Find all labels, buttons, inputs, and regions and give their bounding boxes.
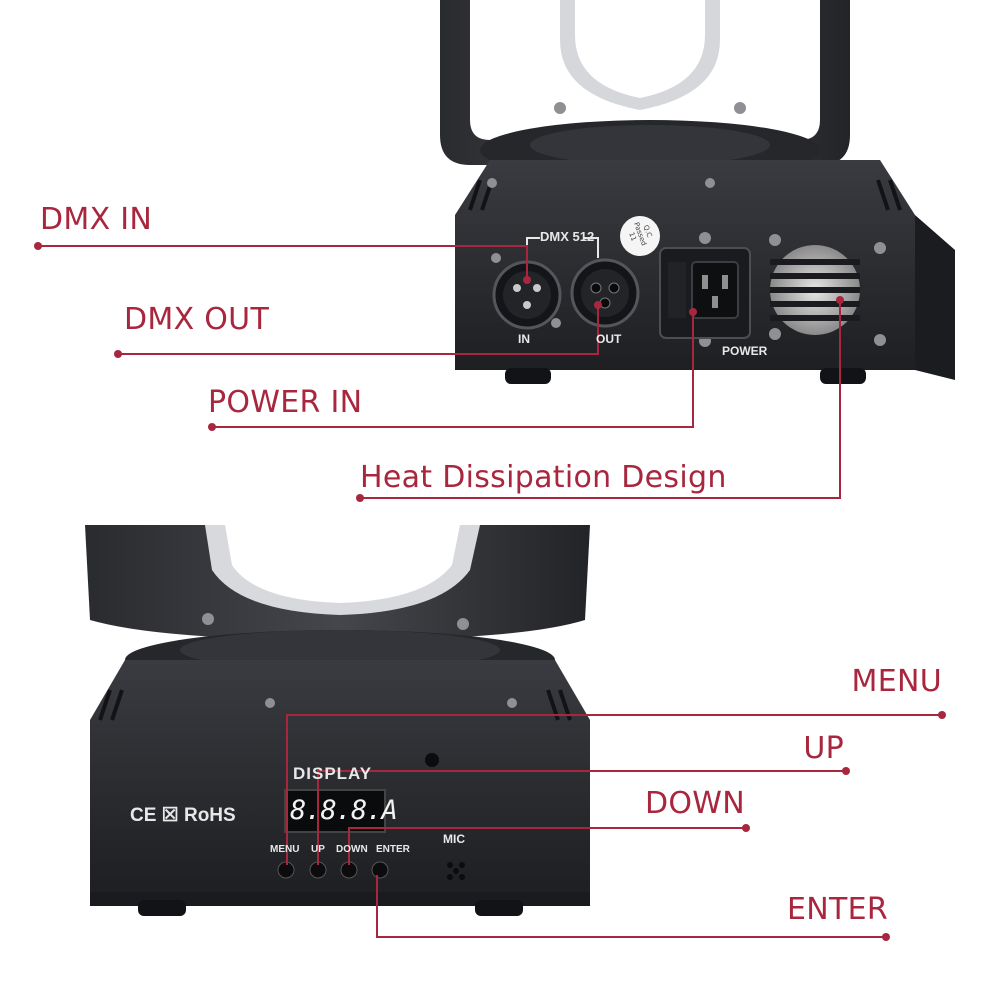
- menu-button-label: MENU: [270, 844, 300, 855]
- callout-menu: MENU: [851, 664, 942, 699]
- enter-button-label: ENTER: [376, 844, 410, 855]
- line-enter: [376, 875, 886, 938]
- callout-up: UP: [803, 731, 844, 766]
- callout-lines: [38, 245, 942, 938]
- front-foot-right: [475, 900, 523, 916]
- rear-fixture: [440, 0, 955, 384]
- callout-dmx-out: DMX OUT: [124, 302, 270, 337]
- callout-power-in: POWER IN: [208, 385, 363, 420]
- mic-label: MIC: [443, 832, 465, 846]
- qc-sticker: [620, 216, 660, 256]
- rear-foot-left: [505, 368, 551, 384]
- line-power-in: [212, 312, 694, 428]
- microphone-icon: [447, 862, 465, 880]
- line-dmx-out: [118, 305, 599, 355]
- enter-button-knob: [371, 861, 389, 879]
- out-port-label: OUT: [596, 332, 622, 346]
- rear-screws: [487, 102, 886, 347]
- down-button-label: DOWN: [336, 844, 368, 855]
- rear-head-opening: [575, 0, 705, 98]
- rear-turntable-cap: [530, 125, 770, 165]
- front-head-opening: [225, 525, 460, 603]
- dmx-title-label: DMX 512: [540, 229, 595, 244]
- front-foot-left: [138, 900, 186, 916]
- callout-heat-dissipation: Heat Dissipation Design: [360, 460, 727, 495]
- led-display: [284, 789, 386, 833]
- line-up: [317, 770, 846, 865]
- up-button-label: UP: [311, 844, 325, 855]
- cert-marks: CE ☒ RoHS: [130, 805, 236, 826]
- display-title-label: DISPLAY: [293, 764, 373, 783]
- line-menu: [286, 714, 942, 865]
- front-screws: [202, 613, 517, 708]
- callout-down: DOWN: [644, 786, 745, 821]
- line-heat: [360, 300, 841, 499]
- indicator-hole: [425, 753, 439, 767]
- display-digits: 8.8.8.A: [290, 795, 398, 826]
- callout-enter: ENTER: [786, 892, 888, 927]
- rear-base-side: [915, 215, 955, 380]
- xlr-female-connector-icon: [570, 258, 640, 328]
- in-port-label: IN: [518, 332, 530, 346]
- line-down: [348, 827, 746, 865]
- iec-power-socket-icon: [659, 247, 751, 339]
- power-port-label: POWER: [722, 344, 768, 358]
- rear-foot-right: [820, 368, 866, 384]
- front-base-body: [90, 660, 590, 895]
- front-base-plate: [90, 892, 590, 906]
- callout-dots: [34, 242, 946, 941]
- fan-vent-icon: [770, 245, 860, 335]
- xlr-male-connector-icon: [492, 260, 562, 330]
- line-dmx-in: [38, 245, 528, 280]
- front-fixture: [85, 525, 590, 916]
- callout-dmx-in: DMX IN: [40, 202, 153, 237]
